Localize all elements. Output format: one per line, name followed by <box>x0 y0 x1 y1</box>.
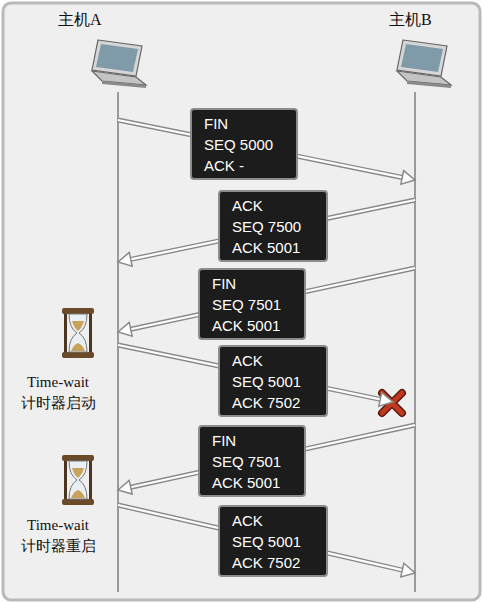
host-label: 主机A <box>58 10 102 31</box>
segment-field: ACK - <box>204 155 288 176</box>
host-node: 主机A <box>58 10 118 592</box>
laptop-icon <box>88 38 148 90</box>
segment-field: ACK 7502 <box>232 392 318 413</box>
host-node: 主机B <box>415 10 475 592</box>
segment-field: FIN <box>204 113 288 134</box>
segment-box: FINSEQ 5000ACK - <box>190 108 298 180</box>
segment-field: ACK <box>232 195 318 216</box>
segment-arrow <box>118 200 415 266</box>
timer-note: Time-wait 计时器重启 <box>8 515 108 557</box>
segment-field: SEQ 7501 <box>212 451 296 472</box>
segment-field: ACK 5001 <box>212 472 296 493</box>
segment-field: ACK <box>232 350 318 371</box>
segment-arrow <box>118 425 415 494</box>
segment-field: ACK <box>232 510 318 531</box>
timer-note: Time-wait 计时器启动 <box>8 372 108 414</box>
segment-box: ACKSEQ 7500ACK 5001 <box>218 190 328 262</box>
segment-field: FIN <box>212 273 296 294</box>
host-label: 主机B <box>389 10 432 31</box>
segment-box: FINSEQ 7501ACK 5001 <box>198 268 306 340</box>
hourglass-symbol <box>62 308 94 358</box>
segment-field: SEQ 5001 <box>232 371 318 392</box>
segment-field: ACK 5001 <box>212 315 296 336</box>
segment-field: ACK 5001 <box>232 237 318 258</box>
segment-field: SEQ 7500 <box>232 216 318 237</box>
segment-field: SEQ 5001 <box>232 531 318 552</box>
segment-field: FIN <box>212 430 296 451</box>
laptop-icon <box>393 38 453 90</box>
segment-arrow <box>118 345 393 406</box>
segment-arrow <box>118 268 415 336</box>
segment-field: SEQ 7501 <box>212 294 296 315</box>
hourglass-symbol <box>62 455 94 505</box>
segment-field: ACK 7502 <box>232 552 318 573</box>
segment-box: FINSEQ 7501ACK 5001 <box>198 425 306 497</box>
segment-field: SEQ 5000 <box>204 134 288 155</box>
segment-box: ACKSEQ 5001ACK 7502 <box>218 345 328 417</box>
segment-arrow <box>118 505 415 577</box>
segment-box: ACKSEQ 5001ACK 7502 <box>218 505 328 577</box>
segment-arrow <box>118 120 415 184</box>
